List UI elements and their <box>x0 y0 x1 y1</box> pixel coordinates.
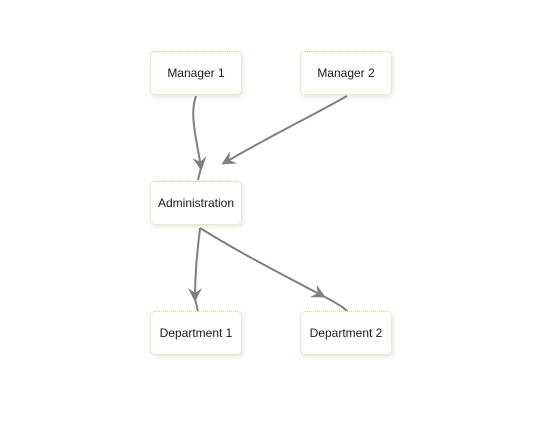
edge-administration-to-department-2 <box>199 227 326 298</box>
node-department-1[interactable]: Department 1 <box>150 311 242 355</box>
node-administration-label: Administration <box>157 196 235 210</box>
node-department-2[interactable]: Department 2 <box>300 311 392 355</box>
node-department-1-label: Department 1 <box>159 326 233 340</box>
node-department-2-label: Department 2 <box>309 326 383 340</box>
node-manager-2[interactable]: Manager 2 <box>300 51 392 95</box>
edge-tail-department-1-top <box>194 298 199 312</box>
node-manager-1-label: Manager 1 <box>167 66 225 80</box>
edge-tail-department-2-top <box>322 295 348 312</box>
node-administration[interactable]: Administration <box>150 181 242 225</box>
node-manager-1[interactable]: Manager 1 <box>150 51 242 95</box>
edge-tail-administration-top <box>197 167 202 181</box>
edge-administration-to-department-1 <box>188 227 203 302</box>
node-manager-2-label: Manager 2 <box>317 66 375 80</box>
edge-manager-1-to-administration <box>192 95 207 171</box>
edge-manager-2-to-administration <box>221 95 348 165</box>
